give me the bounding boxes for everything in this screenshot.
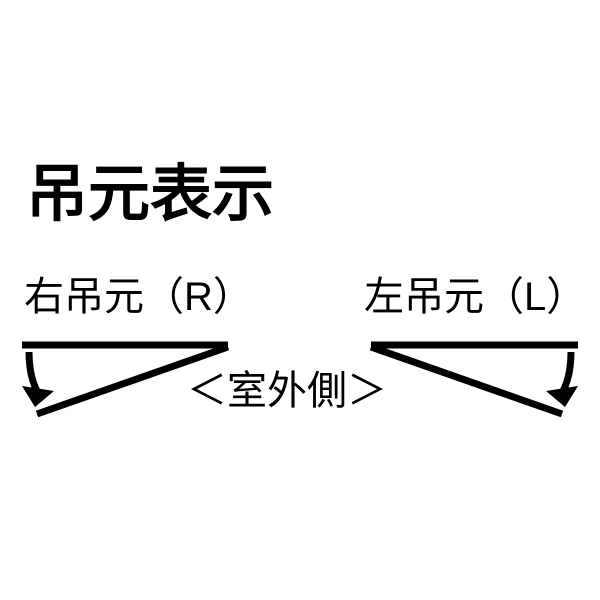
left-hinge-figure: [369, 341, 578, 418]
left-hinge-label: 左吊元（L）: [364, 275, 587, 319]
right-hinge-figure: [22, 341, 230, 418]
door-panel-open-left-icon: [35, 343, 230, 418]
door-panel-open-right-icon: [369, 343, 564, 418]
swing-arrow-down-right-icon: [558, 351, 575, 395]
swing-arrowhead-left-icon: [22, 386, 54, 407]
outside-side-label: ＜室外側＞: [187, 369, 387, 413]
right-hinge-label: 右吊元（R）: [24, 275, 253, 319]
swing-arrow-down-left-icon: [25, 351, 42, 395]
page-title: 吊元表示: [26, 160, 275, 229]
swing-arrowhead-right-icon: [546, 386, 578, 407]
